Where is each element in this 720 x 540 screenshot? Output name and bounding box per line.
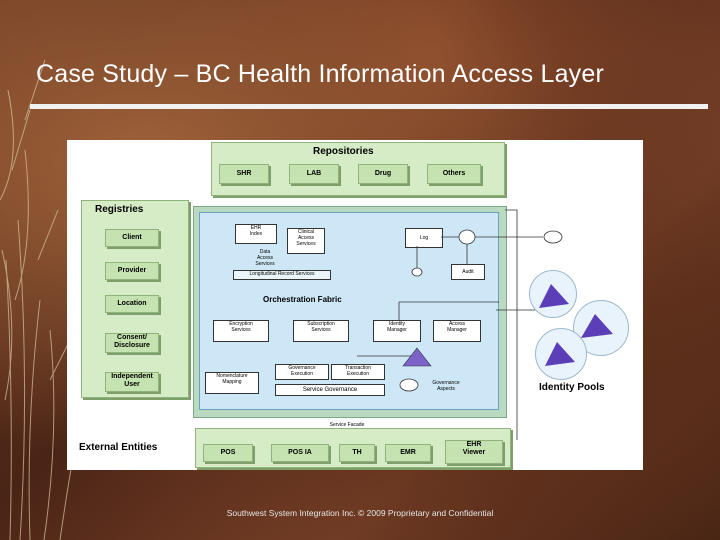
title-underline	[30, 104, 708, 109]
registry-independent-user: Independent User	[105, 372, 159, 392]
repo-lab: LAB	[289, 164, 339, 184]
governance-execution: Governance Execution	[275, 364, 329, 380]
audit-box: Audit	[451, 264, 485, 280]
encryption-services: Encryption Services	[213, 320, 269, 342]
slide-title: Case Study – BC Health Information Acces…	[36, 60, 605, 88]
manager-triangle-shape	[402, 347, 432, 367]
registry-location: Location	[105, 295, 159, 313]
log-box: Log	[405, 228, 443, 248]
identity-pools-label: Identity Pools	[539, 382, 605, 393]
identity-pool-circle-3	[535, 328, 587, 380]
registry-client: Client	[105, 229, 159, 247]
identity-pool-triangles	[539, 284, 613, 366]
external-pos: POS	[203, 444, 253, 462]
external-ehr-viewer: EHR Viewer	[445, 440, 503, 464]
nomenclature-mapping: Nomenclature Mapping	[205, 372, 259, 394]
longitudinal-record-services: Longitudinal Record Services	[233, 270, 331, 280]
service-facade: Service Facade	[329, 422, 365, 428]
registry-consent: Consent/ Disclosure	[105, 333, 159, 353]
data-access-services: Data Access Services	[255, 249, 275, 267]
access-manager: Access Manager	[433, 320, 481, 342]
external-emr: EMR	[385, 444, 431, 462]
orchestration-fabric-label: Orchestration Fabric	[263, 295, 342, 304]
registry-provider: Provider	[105, 262, 159, 280]
repositories-heading: Repositories	[313, 146, 374, 157]
repo-drug: Drug	[358, 164, 408, 184]
external-entities-heading: External Entities	[79, 442, 158, 453]
service-governance: Service Governance	[275, 384, 385, 396]
transaction-execution: Transaction Execution	[331, 364, 385, 380]
connector-lines	[357, 209, 563, 440]
external-pos-ia: POS IA	[271, 444, 329, 462]
governance-aspects: Governance Aspects	[432, 380, 460, 392]
dry-grass-decoration	[0, 59, 81, 540]
identity-manager: Identity Manager	[373, 320, 421, 342]
slide-footer: Southwest System Integration Inc. © 2009…	[226, 508, 494, 518]
clinical-access-services: Clinical Access Services	[287, 228, 325, 254]
repo-others: Others	[427, 164, 481, 184]
repo-shr: SHR	[219, 164, 269, 184]
ehr-index: EHR Index	[235, 224, 277, 244]
external-th: TH	[339, 444, 375, 462]
subscription-services: Subscription Services	[293, 320, 349, 342]
architecture-diagram: Repositories SHR LAB Drug Others Registr…	[67, 140, 643, 470]
registries-heading: Registries	[95, 204, 144, 215]
